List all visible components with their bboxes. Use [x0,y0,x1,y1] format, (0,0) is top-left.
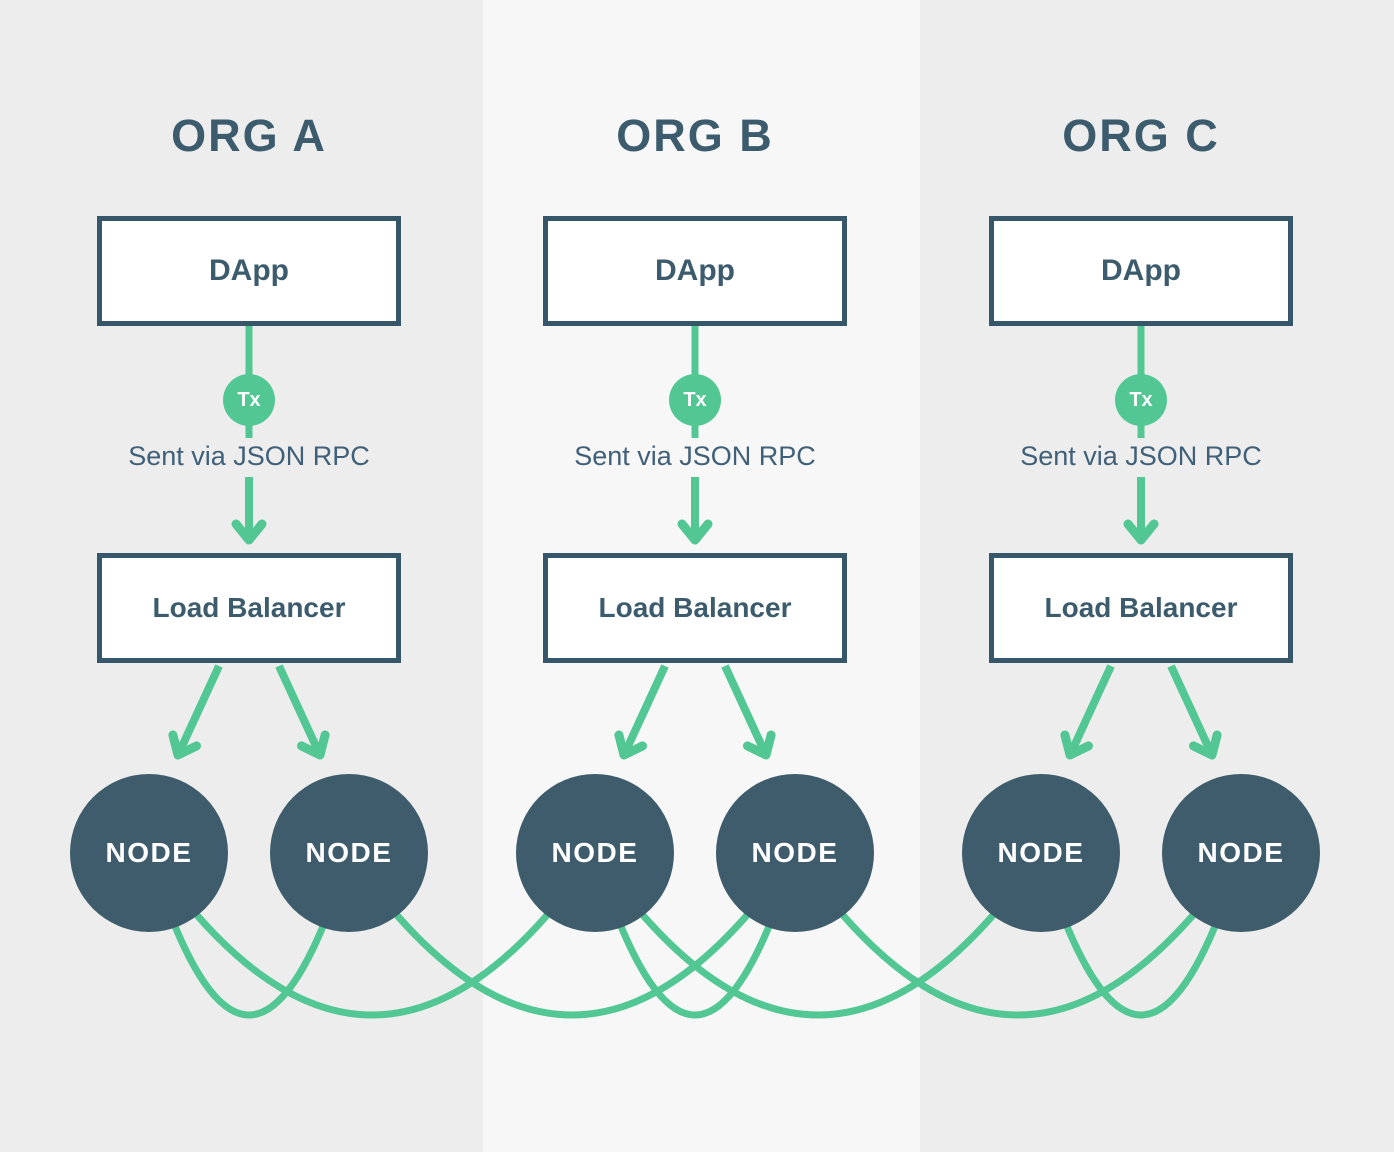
org-c-load-balancer-box: Load Balancer [989,553,1293,663]
tx-badge: Tx [223,374,275,426]
node-connection-curve [146,851,598,1019]
org-a-node-1: NODE [70,774,228,932]
rpc-label: Sent via JSON RPC [1020,441,1262,471]
lb-node-arrow [1167,664,1222,760]
load-balancer-label: Load Balancer [152,592,346,623]
tx-badge: Tx [1115,374,1167,426]
org-a-title: ORG A [171,110,327,161]
load-balancer-label: Load Balancer [598,592,792,623]
node-label: NODE [751,837,839,868]
tx-badge-label: Tx [1129,388,1153,411]
dapp-label: DApp [1101,254,1181,287]
org-a-load-balancer-box: Load Balancer [97,553,401,663]
org-a-dapp-box: DApp [97,216,401,326]
node-connection-curve [1037,851,1245,1019]
org-c-node-1: NODE [962,774,1120,932]
node-connection-curve [792,851,1244,1019]
tx-badge: Tx [669,374,721,426]
node-connection-curve [346,851,798,1019]
org-b-title: ORG B [616,110,774,161]
lb-node-arrow [614,664,669,760]
lb-node-arrow [1060,664,1115,760]
tx-badge-label: Tx [237,388,261,411]
node-label: NODE [551,837,639,868]
org-b-node-1: NODE [516,774,674,932]
lb-node-arrow [721,664,776,760]
node-label: NODE [305,837,393,868]
org-c-column: ORG C DApp Tx Sent via JSON RPC Load Bal… [941,0,1341,1152]
node-label: NODE [997,837,1085,868]
node-connection-curve [591,851,799,1019]
org-c-title: ORG C [1062,110,1220,161]
org-b-load-balancer-box: Load Balancer [543,553,847,663]
rpc-label: Sent via JSON RPC [574,441,816,471]
node-connection-curve [592,851,1044,1019]
tx-badge-label: Tx [683,388,707,411]
lb-node-arrow [168,664,223,760]
node-label: NODE [1197,837,1285,868]
org-b-node-2: NODE [716,774,874,932]
org-b-column: ORG B DApp Tx Sent via JSON RPC Load Bal… [495,0,895,1152]
org-c-node-2: NODE [1162,774,1320,932]
load-balancer-label: Load Balancer [1044,592,1238,623]
lb-node-arrow [275,664,330,760]
node-connection-curve [145,851,353,1019]
org-c-dapp-box: DApp [989,216,1293,326]
dapp-label: DApp [655,254,735,287]
rpc-label: Sent via JSON RPC [128,441,370,471]
org-b-dapp-box: DApp [543,216,847,326]
org-a-node-2: NODE [270,774,428,932]
org-a-column: ORG A DApp Tx Sent via JSON RPC Load Bal… [49,0,449,1152]
dapp-label: DApp [209,254,289,287]
node-label: NODE [105,837,193,868]
